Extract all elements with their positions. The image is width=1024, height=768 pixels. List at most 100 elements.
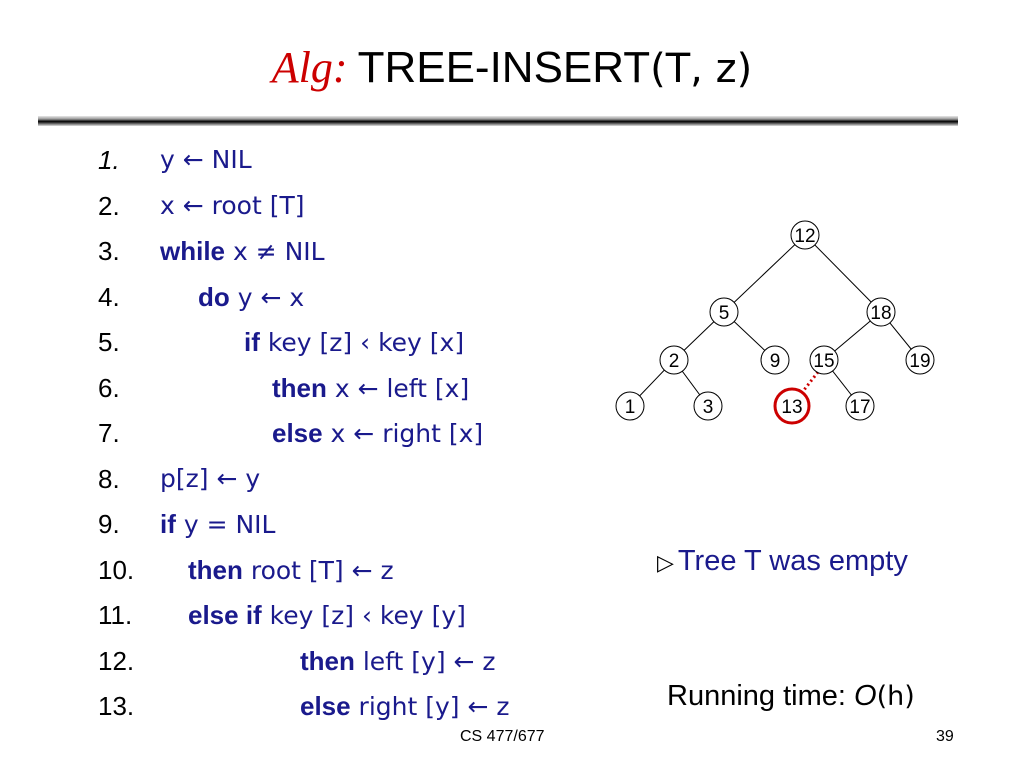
code-text: x ← root [T] — [160, 190, 305, 220]
code-line: 1.y ← NIL — [98, 140, 658, 186]
tree-node-label: 3 — [703, 397, 714, 418]
code-text: x ← right [x] — [322, 419, 484, 448]
code-statement: if y = NIL — [160, 504, 275, 545]
code-text: y = NIL — [175, 510, 276, 539]
line-number: 12. — [98, 645, 135, 676]
code-line: 10. then root [T] ← z — [98, 550, 658, 596]
running-time-big-o: O — [854, 680, 877, 712]
tree-node: 12 — [790, 220, 820, 250]
tree-node-circle — [866, 297, 896, 327]
code-statement: while x ≠ NIL — [160, 231, 325, 272]
tree-node-circle — [709, 297, 739, 327]
tree-node-label: 18 — [870, 303, 891, 324]
code-keyword: do — [198, 281, 230, 312]
tree-node: 1 — [615, 391, 645, 421]
code-statement: p[z] ← y — [160, 459, 260, 499]
code-statement: if key [z] ‹ key [x] — [244, 322, 464, 363]
tree-node-label: 9 — [770, 351, 781, 372]
line-number: 10. — [98, 554, 135, 585]
code-keyword: if — [160, 509, 176, 539]
tree-node: 5 — [709, 297, 739, 327]
tree-node: 17 — [845, 391, 875, 421]
title-prefix: Alg: — [271, 43, 348, 92]
code-line: 11. else if key [z] ‹ key [y] — [98, 595, 658, 641]
code-keyword: else if — [188, 600, 262, 630]
tree-node: 9 — [760, 345, 790, 375]
code-line: 6. then x ← left [x] — [98, 368, 658, 414]
line-number: 11. — [98, 600, 133, 630]
tree-node-circle — [905, 345, 935, 375]
empty-tree-comment: ▷Tree T was empty — [657, 545, 908, 578]
tree-node-label: 2 — [669, 351, 680, 372]
code-statement: then left [y] ← z — [300, 641, 496, 682]
code-line: 12. then left [y] ← z — [98, 641, 658, 687]
tree-node-circle — [659, 345, 689, 375]
code-keyword: then — [300, 645, 355, 676]
slide-title: Alg:TREE-INSERT(T, z) — [0, 38, 1024, 99]
page-number: 39 — [936, 728, 954, 745]
code-statement: else x ← right [x] — [272, 413, 483, 454]
line-number: 8. — [98, 463, 120, 494]
code-statement: y ← NIL — [160, 140, 252, 180]
tree-node-circle — [790, 220, 820, 250]
tree-node-label: 5 — [719, 303, 730, 324]
code-text: key [z] ‹ key [x] — [259, 328, 465, 357]
tree-node-circle — [845, 391, 875, 421]
footer-course: CS 477/677 — [460, 728, 545, 745]
code-text: root [T] ← z — [242, 555, 394, 585]
tree-edge — [804, 234, 882, 313]
insert-edge — [802, 371, 820, 391]
tree-edge — [723, 234, 806, 313]
tree-node-label: 17 — [849, 397, 870, 418]
line-number: 5. — [98, 327, 120, 357]
code-keyword: if — [244, 327, 260, 357]
pseudocode-block: 1.y ← NIL 2. x ← root [T] 3. while x ≠ NIL 4.… — [98, 140, 658, 732]
line-number: 9. — [98, 509, 120, 539]
tree-node-circle — [693, 391, 723, 421]
code-text: left [y] ← z — [354, 646, 496, 676]
line-number: 4. — [98, 281, 120, 312]
tree-node-circle — [809, 345, 839, 375]
tree-node-label: 13 — [781, 397, 802, 418]
code-text: x ← left [x] — [326, 373, 470, 403]
running-time-label: Running time: — [667, 680, 854, 712]
tree-node-circle — [773, 387, 811, 425]
tree-node-circle — [615, 391, 645, 421]
code-statement: then root [T] ← z — [188, 550, 394, 591]
line-number: 7. — [98, 418, 120, 448]
code-keyword: else — [300, 691, 351, 721]
line-number: 6. — [98, 372, 120, 403]
tree-node: 18 — [866, 297, 896, 327]
tree-node-circle — [760, 345, 790, 375]
tree-node-label: 12 — [794, 226, 815, 247]
comment-triangle-icon: ▷ — [657, 551, 674, 576]
tree-node: 13 — [773, 387, 811, 425]
code-keyword: then — [188, 554, 243, 585]
code-statement: then x ← left [x] — [272, 368, 469, 409]
code-text: key [z] ‹ key [y] — [261, 601, 466, 630]
comment-text: Tree T was empty — [677, 545, 908, 577]
title-args: (T, z) — [650, 46, 753, 92]
line-number: 2. — [98, 190, 120, 221]
code-keyword: else — [272, 418, 323, 448]
running-time-arg: (h) — [876, 681, 915, 712]
code-statement: x ← root [T] — [160, 186, 304, 226]
tree-node: 3 — [693, 391, 723, 421]
line-number: 3. — [98, 236, 120, 266]
code-text: y ← NIL — [160, 145, 252, 174]
code-text: y ← x — [229, 282, 305, 312]
code-keyword: then — [272, 372, 327, 403]
tree-node: 2 — [659, 345, 689, 375]
code-line: 2. x ← root [T] — [98, 186, 658, 232]
running-time: Running time: O(h) — [667, 680, 915, 713]
title-divider — [38, 116, 958, 126]
code-keyword: while — [160, 236, 226, 266]
tree-node-label: 19 — [909, 351, 930, 372]
tree-node: 15 — [809, 345, 839, 375]
code-line: 5. if key [z] ‹ key [x] — [98, 322, 658, 368]
code-statement: else if key [z] ‹ key [y] — [188, 595, 466, 636]
code-text: p[z] ← y — [160, 463, 261, 493]
tree-node: 19 — [905, 345, 935, 375]
code-text: right [y] ← z — [350, 692, 510, 721]
